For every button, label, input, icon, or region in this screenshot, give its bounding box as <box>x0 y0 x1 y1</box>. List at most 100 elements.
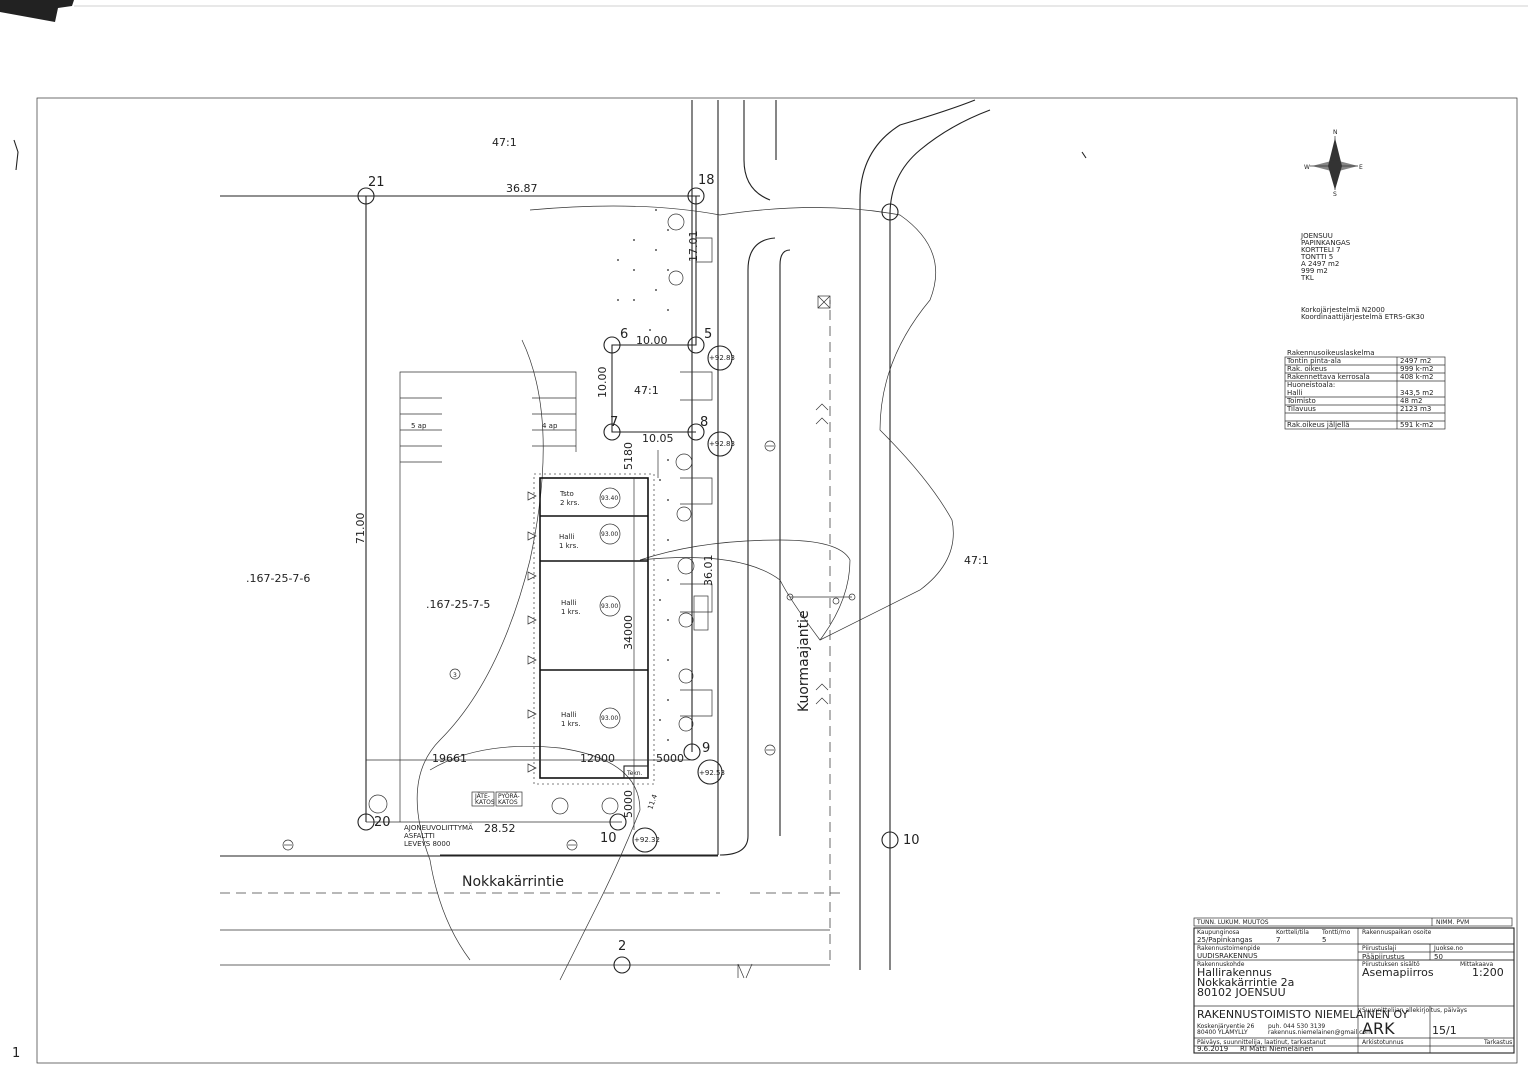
point-label: 10 <box>903 833 920 848</box>
point-label: 7 <box>610 415 618 430</box>
level-label: +92.83 <box>709 440 735 448</box>
access-note: AJONEUVOLIITTYMÄ <box>404 823 473 832</box>
point-label: 5 <box>704 327 712 342</box>
svg-text:A 2497 m2: A 2497 m2 <box>1301 260 1339 268</box>
point-label: 10 <box>600 831 617 846</box>
svg-text:UUDISRAKENNUS: UUDISRAKENNUS <box>1197 952 1258 960</box>
table-cell: 2497 m2 <box>1400 357 1431 365</box>
svg-text:S: S <box>1333 191 1337 198</box>
access-note: LEVEYS 8000 <box>404 840 450 848</box>
point-label: 6 <box>620 327 628 342</box>
svg-text:Rakennuskohde: Rakennuskohde <box>1197 961 1245 968</box>
table-cell: 48 m2 <box>1400 397 1422 405</box>
floor-level: 93.40 <box>601 495 618 502</box>
svg-text:Asemapiirros: Asemapiirros <box>1362 966 1434 979</box>
dimension-label: 12000 <box>580 752 615 765</box>
dimension-label: 5180 <box>622 442 635 470</box>
svg-text:80102 JOENSUU: 80102 JOENSUU <box>1197 986 1286 999</box>
east-parking-strip <box>680 237 713 717</box>
svg-text:50: 50 <box>1434 953 1443 961</box>
svg-text:Korkojärjestelmä N2000: Korkojärjestelmä N2000 <box>1301 306 1385 314</box>
table-cell: 408 k-m2 <box>1400 373 1433 381</box>
svg-text:15/1: 15/1 <box>1432 1024 1457 1037</box>
floor-level: 93.00 <box>601 603 618 610</box>
svg-text:Päiväys, suunnittelija, laatin: Päiväys, suunnittelija, laatinut, tarkas… <box>1197 1039 1326 1046</box>
table-cell: Rakennettava kerrosala <box>1287 373 1370 381</box>
dimension-label: 17.01 <box>687 231 700 263</box>
table-cell: Huoneistoala: <box>1287 381 1335 389</box>
svg-text:W: W <box>1304 164 1310 171</box>
hedge-dots <box>617 209 669 741</box>
table-title: Rakennusoikeuslaskelma <box>1287 349 1375 357</box>
room-label: Tsto <box>559 490 574 498</box>
svg-text:Piirustuksen sisältö: Piirustuksen sisältö <box>1362 961 1420 968</box>
svg-text:RI Matti Niemeläinen: RI Matti Niemeläinen <box>1240 1045 1313 1053</box>
neighbour-label: 47:1 <box>634 384 659 397</box>
svg-text:KORTTELI 7: KORTTELI 7 <box>1301 246 1341 254</box>
road-name-nokkakarrintie: Nokkakärrintie <box>462 874 564 890</box>
dimension-label: 10.00 <box>636 334 668 347</box>
road-curve-east <box>859 99 976 970</box>
svg-text:puh. 044 530 3139: puh. 044 530 3139 <box>1268 1023 1325 1030</box>
svg-text:Kortteli/tila: Kortteli/tila <box>1276 929 1309 936</box>
room-label: Halli <box>559 533 574 541</box>
parcel-label: .167-25-7-5 <box>426 598 490 611</box>
dimension-label: 34000 <box>622 615 635 650</box>
point-label: 9 <box>702 741 710 756</box>
dimension-label: 19661 <box>432 752 467 765</box>
svg-text:1:200: 1:200 <box>1472 966 1504 979</box>
point-label: 8 <box>700 415 708 430</box>
svg-text:5: 5 <box>1322 936 1326 944</box>
parking-label-left: 5 ap <box>411 422 427 430</box>
site-plan: 5 ap 4 ap Tsto 2 krs. Halli 1 krs. Halli… <box>220 99 991 981</box>
plot-info: JOENSUU PAPINKANGAS KORTTELI 7 TONTTI 5 … <box>1300 232 1424 321</box>
dimension-label: 36.01 <box>702 555 715 587</box>
building: Tsto 2 krs. Halli 1 krs. Halli 1 krs. Ha… <box>527 473 655 785</box>
dimension-label: 10.00 <box>596 367 609 399</box>
neighbour-label: 47:1 <box>492 136 517 149</box>
terrain-curve <box>416 339 544 961</box>
svg-text:TONTTI 5: TONTTI 5 <box>1300 253 1333 261</box>
svg-text:Koskenjärventie 26: Koskenjärventie 26 <box>1197 1023 1254 1030</box>
title-block: TUNN. LUKUM. MUUTOS NIMM. PVM Kaupungino… <box>1193 917 1515 1054</box>
svg-text:Suunnittelijan allekirjoitus,: Suunnittelijan allekirjoitus, päiväys <box>1362 1007 1467 1014</box>
table-cell: 999 k-m2 <box>1400 365 1433 373</box>
svg-text:9.6.2019: 9.6.2019 <box>1197 1045 1228 1053</box>
drawing-frame <box>36 97 1518 1064</box>
road-name-kuormaajantie: Kuormaajantie <box>796 610 812 712</box>
dimension-label: 71.00 <box>354 513 367 545</box>
scan-corner-artefact <box>0 0 74 22</box>
dimension-label: 5000 <box>656 752 684 765</box>
svg-text:Hallirakennus: Hallirakennus <box>1197 966 1272 979</box>
svg-text:Rakennustoimenpide: Rakennustoimenpide <box>1197 945 1261 952</box>
svg-text:NIMM. PVM: NIMM. PVM <box>1436 919 1469 926</box>
floor-level: 93.00 <box>601 531 618 538</box>
svg-text:PYÖRÄ-: PYÖRÄ- <box>498 793 520 800</box>
svg-text:TKL: TKL <box>1300 274 1314 282</box>
svg-text:JOENSUU: JOENSUU <box>1300 232 1333 240</box>
margin-mark: 1 <box>12 1046 20 1061</box>
room-label: 1 krs. <box>559 542 578 550</box>
svg-text:TUNN. LUKUM. MUUTOS: TUNN. LUKUM. MUUTOS <box>1196 919 1269 926</box>
table-cell: Rak. oikeus <box>1287 365 1327 373</box>
table-cell: Halli <box>1287 389 1302 397</box>
room-label: Halli <box>561 599 576 607</box>
room-label: 2 krs. <box>560 499 579 507</box>
svg-text:Tontti/rno: Tontti/rno <box>1321 929 1351 936</box>
svg-text:Pääpiirustus: Pääpiirustus <box>1362 953 1405 961</box>
svg-text:E: E <box>1359 164 1363 171</box>
svg-text:Juokse.no: Juokse.no <box>1433 945 1463 952</box>
svg-text:25/Papinkangas: 25/Papinkangas <box>1197 936 1253 944</box>
parking-label-right: 4 ap <box>542 422 558 430</box>
svg-text:Kaupunginosa: Kaupunginosa <box>1197 929 1240 936</box>
svg-text:999 m2: 999 m2 <box>1301 267 1328 275</box>
room-label: Halli <box>561 711 576 719</box>
table-cell: Toimisto <box>1286 397 1316 405</box>
table-cell: Rak.oikeus jäljellä <box>1287 421 1350 429</box>
table-cell: 343,5 m2 <box>1400 389 1434 397</box>
survey-points <box>357 187 899 974</box>
point-label: 20 <box>374 815 391 830</box>
svg-text:PAPINKANGAS: PAPINKANGAS <box>1301 239 1351 247</box>
svg-text:Tarkastus: Tarkastus <box>1483 1039 1512 1046</box>
